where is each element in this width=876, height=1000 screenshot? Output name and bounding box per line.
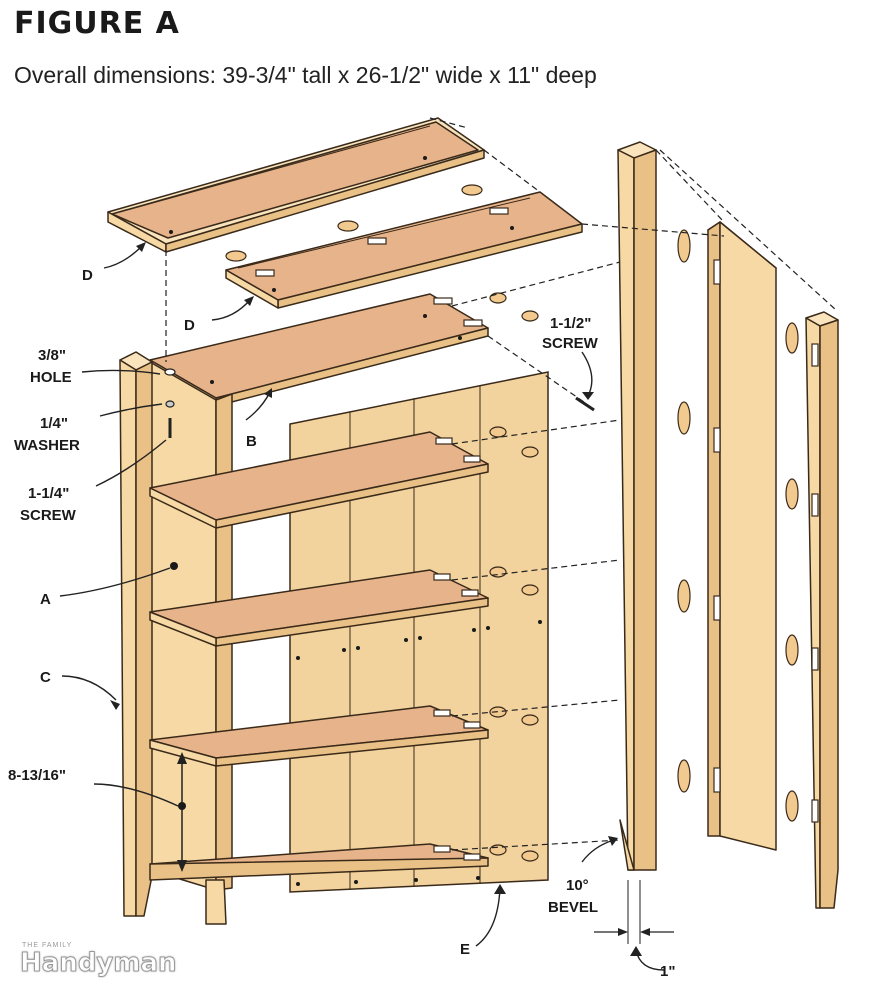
label-part-d-lower: D <box>184 317 195 334</box>
shelf-bottom <box>149 843 489 881</box>
label-small-screw: SCREW <box>20 507 77 524</box>
overall-dimensions: Overall dimensions: 39-3/4" tall x 26-1/… <box>14 62 597 88</box>
assembly-dashed-lines <box>165 117 837 851</box>
figure-title: FIGURE A <box>14 6 180 41</box>
label-washer-size: 1/4" <box>40 415 68 432</box>
label-bevel-angle: 10° <box>566 877 589 894</box>
side-panel-exploded <box>677 221 777 851</box>
leg-exploded-front <box>617 141 657 871</box>
shelf-spacing-dimension <box>177 752 187 872</box>
brand-logo: Handyman <box>20 948 178 979</box>
shelf-b <box>149 293 489 407</box>
label-part-c: C <box>40 669 51 686</box>
top-cap-lower <box>225 184 583 309</box>
shelf-2 <box>149 569 489 647</box>
label-hole-size: 3/8" <box>38 347 66 364</box>
label-large-screw: SCREW <box>542 335 599 352</box>
label-part-b: B <box>246 433 257 450</box>
biscuits-cabinet <box>489 292 539 862</box>
leg-width-dimension <box>594 880 674 944</box>
front-leg-c <box>119 351 227 925</box>
label-small-screw-size: 1-1/4" <box>28 485 69 502</box>
brand-tagline: THE FAMILY <box>22 942 73 949</box>
label-part-d-top: D <box>82 267 93 284</box>
label-part-a: A <box>40 591 51 608</box>
label-bevel: BEVEL <box>548 899 598 916</box>
label-leg-width: 1" <box>660 963 675 980</box>
leader-lines <box>59 245 665 971</box>
label-washer: WASHER <box>14 437 80 454</box>
shelf-1 <box>149 431 489 529</box>
leader-arrowheads <box>110 242 642 956</box>
label-hole: HOLE <box>30 369 72 386</box>
label-large-screw-size: 1-1/2" <box>550 315 591 332</box>
leg-exploded-back <box>785 311 839 909</box>
shelf-3 <box>149 705 489 767</box>
screw-washer-assembly <box>164 368 595 438</box>
top-cap-upper <box>107 117 485 253</box>
label-part-e: E <box>460 941 470 958</box>
label-shelf-spacing: 8-13/16" <box>8 767 66 784</box>
